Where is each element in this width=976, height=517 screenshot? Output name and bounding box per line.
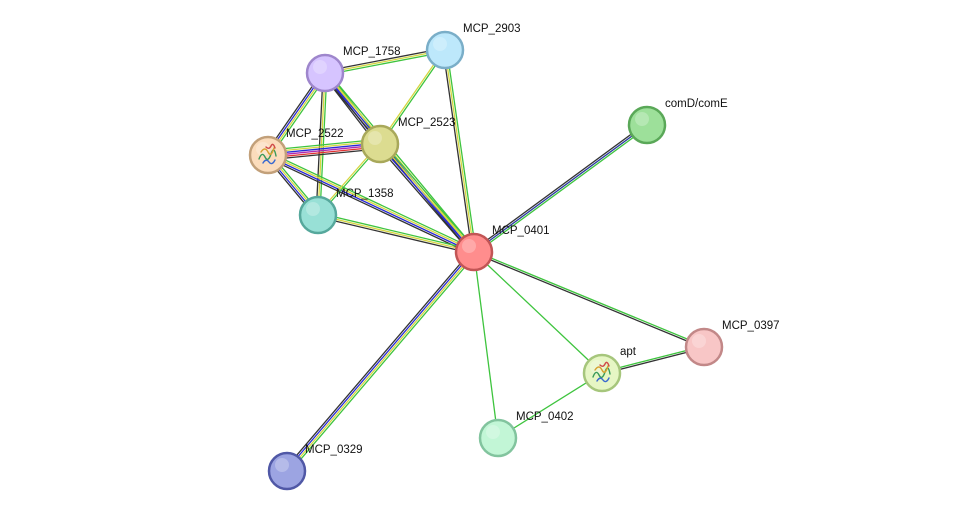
node-circle bbox=[684, 327, 724, 367]
node-highlight bbox=[462, 239, 476, 253]
edge-strand-yellow bbox=[287, 251, 476, 473]
node-mcp-2903[interactable]: MCP_2903 bbox=[425, 23, 521, 70]
node-mcp-1758[interactable]: MCP_1758 bbox=[305, 46, 401, 93]
node-mcp-2523[interactable]: MCP_2523 bbox=[360, 117, 456, 164]
edge-strand-yellow bbox=[324, 49, 446, 74]
edge-strand-black bbox=[323, 47, 446, 72]
edge-strand-black bbox=[284, 249, 473, 470]
node-circle bbox=[425, 30, 465, 70]
node-circle bbox=[267, 451, 307, 491]
node-highlight bbox=[486, 425, 500, 439]
edge-mcp-0401-mcp-0402[interactable] bbox=[473, 251, 499, 439]
node-highlight bbox=[692, 334, 706, 348]
node-highlight bbox=[433, 37, 447, 51]
node-highlight bbox=[275, 458, 289, 472]
node-circle bbox=[298, 195, 338, 235]
node-circle bbox=[454, 232, 494, 272]
node-label: MCP_0402 bbox=[516, 411, 574, 423]
node-mcp-1358[interactable]: MCP_1358 bbox=[298, 188, 394, 235]
node-circle bbox=[627, 105, 667, 145]
edge-strand-green bbox=[473, 251, 499, 439]
node-label: MCP_2523 bbox=[398, 117, 456, 129]
node-circle bbox=[582, 353, 622, 393]
edge-strand-yellow bbox=[325, 71, 476, 253]
node-circle bbox=[305, 53, 345, 93]
node-mcp-0397[interactable]: MCP_0397 bbox=[684, 320, 780, 367]
edge-strand-black bbox=[267, 148, 382, 161]
node-mcp-0329[interactable]: MCP_0329 bbox=[267, 444, 363, 491]
edge-strand-yellow bbox=[380, 142, 476, 253]
node-label: MCP_1358 bbox=[336, 188, 394, 200]
edge-strand-black bbox=[315, 72, 324, 216]
edge-strand-green bbox=[497, 372, 603, 439]
protein-structure-icon bbox=[258, 143, 277, 165]
edge-strand-green bbox=[473, 250, 706, 347]
edge-mcp-2523-mcp-0401[interactable] bbox=[377, 141, 477, 255]
edge-mcp-0401-apt[interactable] bbox=[473, 251, 603, 374]
edge-strand-yellow bbox=[444, 49, 475, 253]
node-highlight bbox=[635, 112, 649, 126]
edge-strand-black bbox=[316, 216, 475, 255]
node-label: apt bbox=[620, 346, 637, 358]
node-mcp-0402[interactable]: MCP_0402 bbox=[478, 411, 574, 458]
edge-strand-green bbox=[268, 151, 476, 251]
edge-mcp-2522-mcp-0401[interactable] bbox=[266, 151, 476, 256]
edge-strand-blue bbox=[266, 155, 475, 254]
edge-strand-black bbox=[377, 145, 473, 255]
edge-strand-blue bbox=[323, 72, 474, 254]
edge-mcp-1758-mcp-1358[interactable] bbox=[315, 72, 328, 216]
nodes-layer: MCP_0401 MCP_2903MCP_1758MCP_2523MCP_2522… bbox=[248, 23, 780, 491]
node-label: MCP_0329 bbox=[305, 444, 363, 456]
node-highlight bbox=[306, 202, 320, 216]
edge-strand-green bbox=[446, 49, 477, 253]
edge-mcp-1758-mcp-0401[interactable] bbox=[322, 70, 477, 255]
node-highlight bbox=[368, 131, 382, 145]
node-label: MCP_1758 bbox=[343, 46, 401, 58]
edge-strand-yellow bbox=[317, 214, 475, 253]
node-label: MCP_0401 bbox=[492, 225, 550, 237]
edge-strand-black bbox=[322, 74, 473, 255]
edge-strand-yellow bbox=[267, 153, 476, 252]
edge-strand-green bbox=[288, 253, 477, 474]
edge-strand-green bbox=[319, 72, 328, 216]
edge-strand-yellow bbox=[317, 72, 326, 216]
edge-strand-green bbox=[266, 138, 381, 151]
node-apt[interactable]: apt bbox=[582, 346, 637, 393]
edge-strand-black bbox=[472, 252, 705, 349]
edge-mcp-1358-mcp-0401[interactable] bbox=[316, 212, 476, 255]
edge-strand-navy bbox=[473, 124, 648, 253]
edge-comd-come-mcp-0401[interactable] bbox=[472, 122, 649, 255]
edge-strand-green bbox=[473, 251, 603, 374]
node-label: MCP_2522 bbox=[286, 128, 344, 140]
node-circle bbox=[248, 135, 288, 175]
edge-strand-green bbox=[317, 212, 476, 251]
node-circle bbox=[360, 124, 400, 164]
edge-strand-green bbox=[381, 141, 477, 251]
node-highlight bbox=[313, 60, 327, 74]
edge-apt-mcp-0402[interactable] bbox=[497, 372, 603, 439]
node-label: MCP_0397 bbox=[722, 320, 780, 332]
edge-mcp-0401-mcp-0329[interactable] bbox=[284, 249, 477, 474]
edge-strand-blue bbox=[378, 143, 474, 254]
edge-mcp-2903-mcp-0401[interactable] bbox=[442, 49, 477, 253]
edge-strand-blue bbox=[285, 250, 474, 472]
protein-structure-icon bbox=[592, 361, 611, 383]
node-circle bbox=[478, 418, 518, 458]
edge-strand-black bbox=[472, 122, 647, 252]
edge-strand-green bbox=[474, 125, 649, 255]
node-label: comD/comE bbox=[665, 98, 728, 110]
edge-strand-green bbox=[326, 70, 477, 251]
node-label: MCP_2903 bbox=[463, 23, 521, 35]
edge-mcp-0401-mcp-0397[interactable] bbox=[472, 250, 706, 349]
node-comd-come[interactable]: comD/comE bbox=[627, 98, 728, 145]
edge-strand-black bbox=[266, 156, 474, 256]
node-mcp-0401[interactable]: MCP_0401 bbox=[454, 225, 550, 272]
edge-strand-black bbox=[442, 49, 473, 253]
edge-mcp-2903-mcp-1758[interactable] bbox=[323, 47, 447, 76]
edge-strand-green bbox=[324, 51, 447, 76]
node-mcp-2522[interactable]: MCP_2522 bbox=[248, 128, 344, 175]
